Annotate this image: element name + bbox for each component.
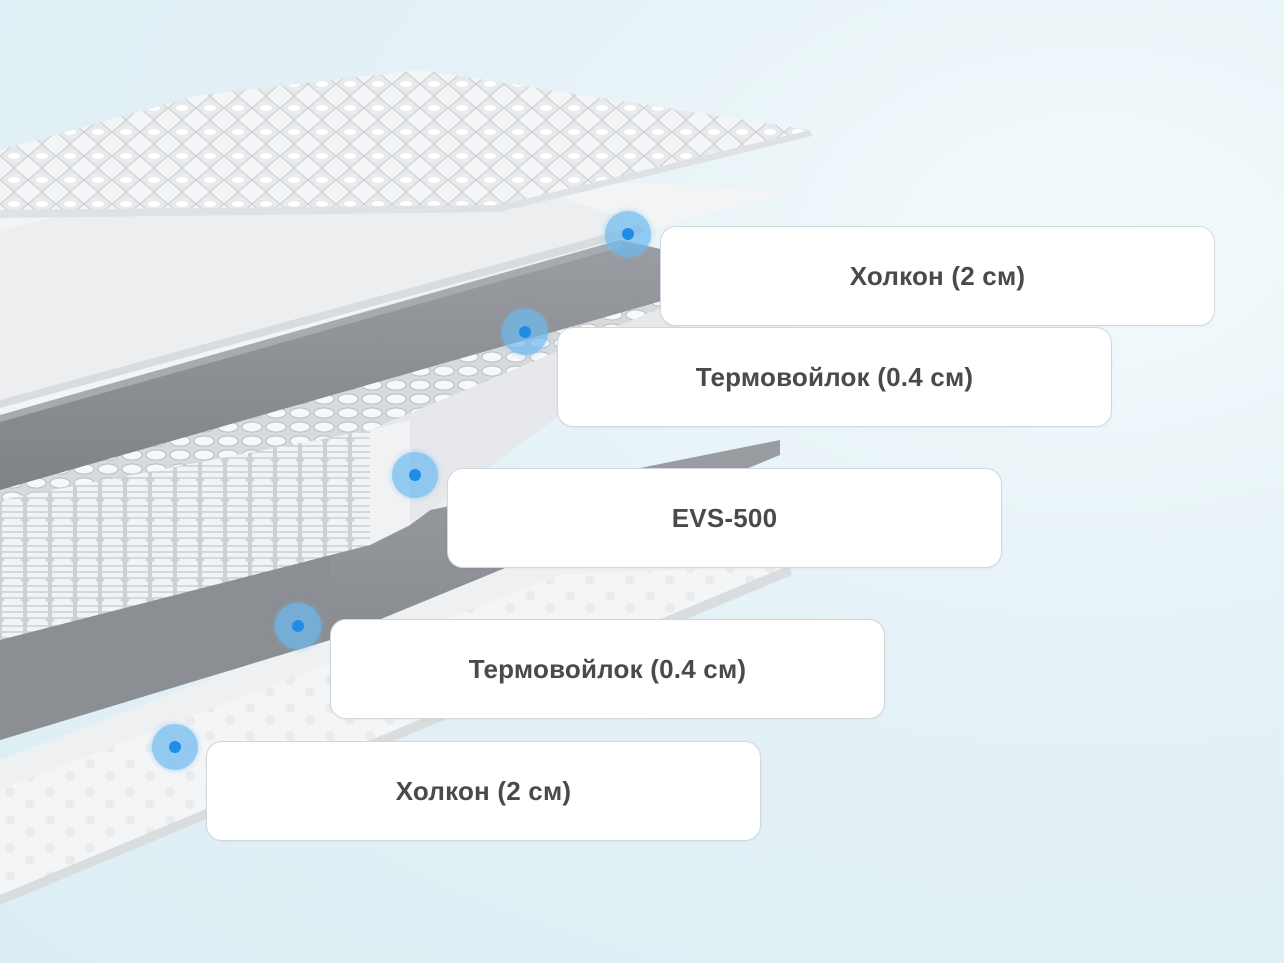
quilted-cover-layer: [0, 70, 812, 218]
layer-marker-5[interactable]: [152, 724, 198, 770]
layer-marker-4[interactable]: [275, 603, 321, 649]
layer-label-3: EVS-500: [447, 468, 1002, 568]
top-holkon-layer: [0, 170, 795, 415]
marker-dot: [519, 326, 531, 338]
marker-dot: [292, 620, 304, 632]
layer-marker-3[interactable]: [392, 452, 438, 498]
layer-label-1: Холкон (2 см): [660, 226, 1215, 326]
layer-label-4: Термовойлок (0.4 см): [330, 619, 885, 719]
top-felt-layer: [0, 240, 665, 490]
layer-label-2: Термовойлок (0.4 см): [557, 327, 1112, 427]
layer-marker-2[interactable]: [502, 309, 548, 355]
layer-marker-1[interactable]: [605, 211, 651, 257]
marker-dot: [169, 741, 181, 753]
marker-dot: [622, 228, 634, 240]
marker-dot: [409, 469, 421, 481]
layer-label-5: Холкон (2 см): [206, 741, 761, 841]
